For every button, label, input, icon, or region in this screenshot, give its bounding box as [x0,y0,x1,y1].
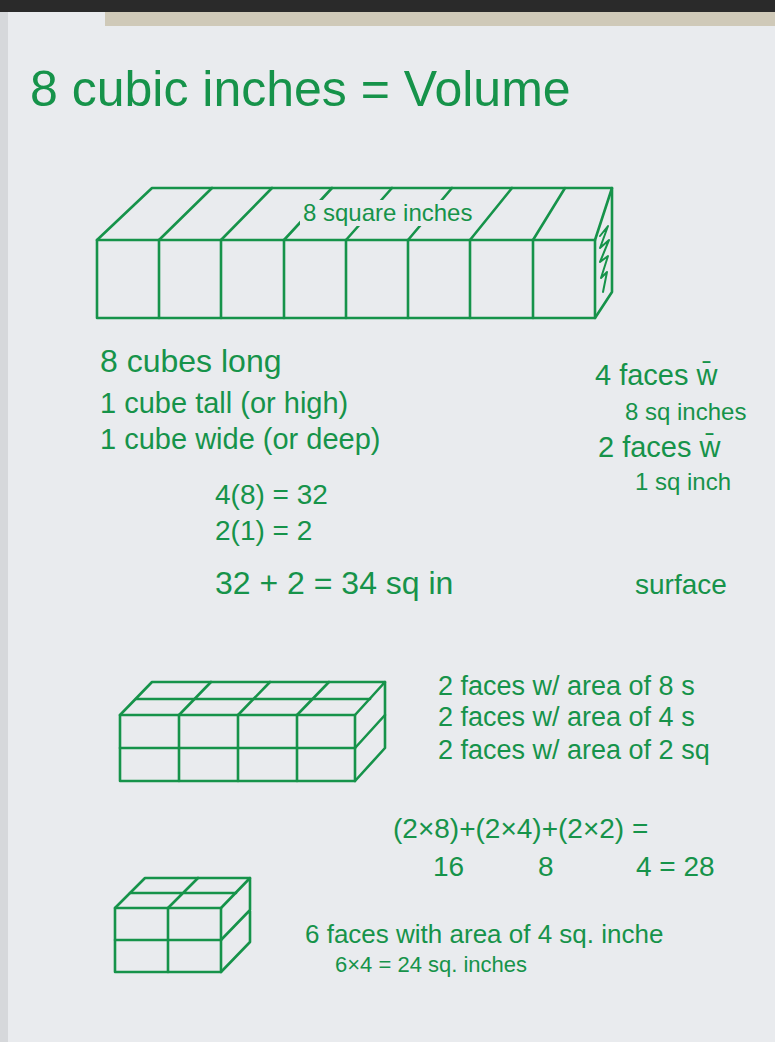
two-layer-prism [120,682,385,781]
handwritten-note: 1 sq inch [635,469,731,495]
handwritten-note: 4(8) = 32 [215,480,328,511]
handwritten-note: 6 faces with area of 4 sq. inche [305,920,663,949]
handwritten-note: 8 cubes long [100,344,281,379]
handwritten-note: 1 cube tall (or high) [100,388,348,420]
handwritten-note: 6×4 = 24 sq. inches [335,953,527,977]
handwritten-note: 2 faces w/ area of 2 sq [438,736,710,766]
handwritten-note: (2×8)+(2×4)+(2×2) = [393,814,648,845]
paper-edge [0,12,8,1042]
handwritten-note: surface [635,570,727,601]
handwritten-note: 2(1) = 2 [215,516,312,547]
board-edge [105,12,775,26]
handwritten-note: 8 square inches [300,200,475,226]
handwritten-note: 16 [433,852,464,883]
handwritten-note: 2 faces w/ area of 8 s [438,672,695,702]
handwritten-note: 2 faces w̄ [598,432,721,464]
cube-prism [115,878,250,972]
dark-strip [0,0,775,12]
long-prism [97,188,612,318]
handwritten-note: 32 + 2 = 34 sq in [215,566,453,601]
handwritten-note: 1 cube wide (or deep) [100,424,381,456]
handwritten-note: 2 faces w/ area of 4 s [438,703,695,733]
handwritten-note: 8 [538,852,554,883]
handwritten-note: 4 faces w̄ [595,360,718,392]
handwritten-note: 8 sq inches [625,399,746,425]
chart-title: 8 cubic inches = Volume [30,62,571,117]
handwritten-note: 4 = 28 [636,852,715,883]
